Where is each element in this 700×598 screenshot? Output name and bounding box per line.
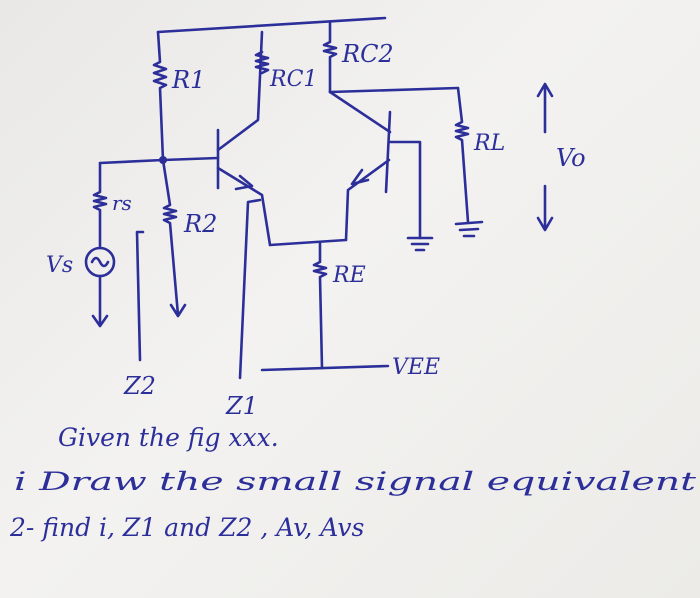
vo-label: Vo bbox=[556, 144, 586, 172]
rl-ground-symbol bbox=[454, 220, 484, 238]
q2-emitter bbox=[344, 158, 391, 242]
q1-emitter-arrow bbox=[234, 174, 254, 191]
z2-label: Z2 bbox=[123, 372, 156, 400]
vs-label: Vs bbox=[46, 253, 73, 278]
note-line-2: i Draw the small signal equivalent bbox=[14, 467, 698, 496]
vs-source-wave bbox=[90, 256, 110, 268]
rc2-label: RC2 bbox=[341, 40, 394, 68]
z1-label: Z1 bbox=[225, 392, 258, 420]
re-wire bbox=[312, 240, 328, 370]
q2-ground-symbol bbox=[406, 236, 434, 252]
top-rail-wire bbox=[156, 16, 387, 34]
vee-rail-wire bbox=[260, 364, 390, 372]
rc1-label: RC1 bbox=[269, 67, 317, 92]
note-line-1: Given the fig xxx. bbox=[58, 423, 279, 452]
rc1-resistor bbox=[254, 50, 270, 75]
rs-label: rs bbox=[112, 191, 132, 215]
emitter-node-wire bbox=[268, 238, 348, 247]
vo-arrow-up bbox=[536, 82, 554, 134]
r2-label: R2 bbox=[183, 210, 217, 238]
q2-collector-node-wire bbox=[328, 86, 460, 94]
q2-collector bbox=[328, 90, 392, 134]
r1-wire bbox=[152, 30, 168, 162]
base-wire bbox=[98, 156, 220, 165]
vo-arrow-down bbox=[536, 184, 554, 232]
vee-label: VEE bbox=[392, 355, 440, 380]
q2-emitter-arrow bbox=[350, 168, 370, 186]
q1-emitter bbox=[216, 166, 272, 247]
q2-base-bar bbox=[384, 110, 392, 194]
z1-probe-line bbox=[238, 198, 262, 380]
re-label: RE bbox=[332, 263, 366, 288]
z2-probe-line bbox=[135, 230, 145, 362]
q1-collector bbox=[216, 30, 264, 152]
rl-label: RL bbox=[473, 131, 505, 156]
r1-label: R1 bbox=[171, 66, 205, 94]
rc2-wire bbox=[322, 20, 338, 94]
note-line-3: 2- find i, Z1 and Z2 , Av, Avs bbox=[9, 513, 364, 542]
rl-wire bbox=[454, 86, 470, 224]
q2-base-ground-wire bbox=[388, 140, 422, 240]
vs-ground-wire bbox=[91, 274, 109, 328]
rs-wire bbox=[92, 161, 108, 250]
r2-wire bbox=[161, 158, 187, 318]
